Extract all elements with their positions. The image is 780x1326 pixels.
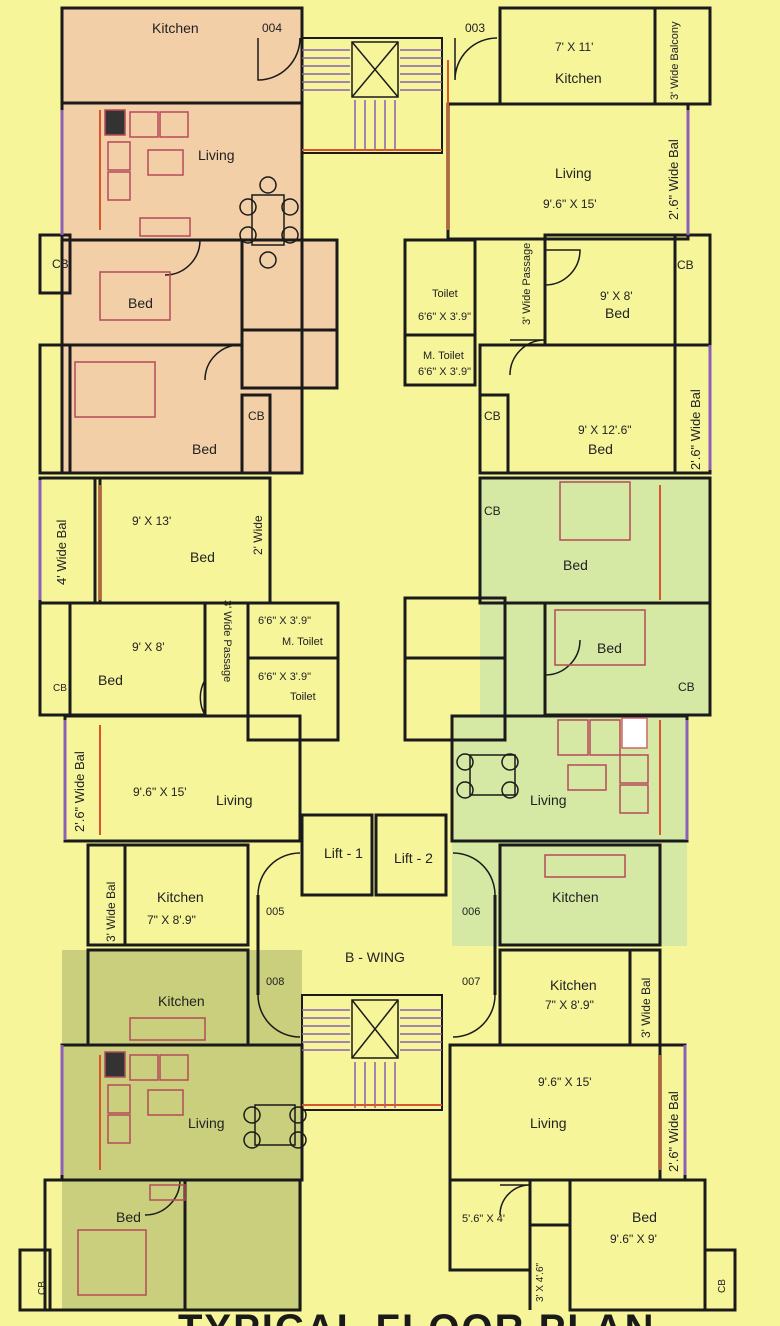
kitchen-ml: Kitchen bbox=[157, 889, 204, 905]
bed-bl: Bed bbox=[116, 1209, 141, 1225]
flat-006-label: 006 bbox=[462, 906, 480, 918]
vertical-labels: 3' Wide Balcony 2'.6" Wide Bal 3' Wide P… bbox=[54, 21, 703, 1302]
cb-mr2: CB bbox=[678, 680, 695, 694]
kitchen-tl: Kitchen bbox=[152, 20, 199, 36]
lift-1-label: Lift - 1 bbox=[324, 845, 363, 861]
cb-tl2: CB bbox=[248, 409, 265, 423]
toilet-ml: Toilet bbox=[290, 691, 316, 703]
bed-tr2: Bed bbox=[588, 441, 613, 457]
window-accents bbox=[99, 60, 661, 1170]
bal-ml2-label: 2'.6" Wide Bal bbox=[72, 751, 87, 832]
staircase-bottom bbox=[301, 994, 443, 1111]
furniture bbox=[74, 109, 649, 1296]
kitchen-br: Kitchen bbox=[550, 977, 597, 993]
dining-tables bbox=[239, 176, 519, 1149]
dim-bed-br: 9'.6" X 9' bbox=[610, 1232, 657, 1246]
lift-2-label: Lift - 2 bbox=[394, 850, 433, 866]
toilet-tr: Toilet bbox=[432, 288, 458, 300]
room-labels: Kitchen Living CB Bed Bed CB 7' X 11' Ki… bbox=[37, 20, 728, 1295]
cb-tr1: CB bbox=[677, 258, 694, 272]
living-tl: Living bbox=[198, 147, 235, 163]
bed-ml1: Bed bbox=[190, 549, 215, 565]
living-br: Living bbox=[530, 1115, 567, 1131]
balcony-tr-label: 3' Wide Balcony bbox=[669, 21, 681, 100]
bed-tl2: Bed bbox=[192, 441, 217, 457]
dim-bath-br: 5'.6" X 4' bbox=[462, 1213, 505, 1225]
living-mr: Living bbox=[530, 792, 567, 808]
bed-tr1: Bed bbox=[605, 305, 630, 321]
door-swings bbox=[144, 37, 581, 1216]
passage-tr-label: 3' Wide Passage bbox=[521, 243, 533, 325]
kitchen-tr: Kitchen bbox=[555, 70, 602, 86]
cb-br: CB bbox=[717, 1279, 728, 1293]
dim-toilet-ml: 6'6" X 3'.9" bbox=[258, 671, 311, 683]
mtoilet-tr: M. Toilet bbox=[423, 350, 464, 362]
bed-br: Bed bbox=[632, 1209, 657, 1225]
bed-mr1: Bed bbox=[563, 557, 588, 573]
bal-br2-label: 2'.6" Wide Bal bbox=[666, 1091, 681, 1172]
flat-004-label: 004 bbox=[262, 21, 282, 35]
dim-living-br: 9'.6" X 15' bbox=[538, 1075, 592, 1089]
wide-ml-label: 2' Wide bbox=[251, 515, 265, 555]
dim-kitchen-ml: 7" X 8'.9" bbox=[147, 913, 196, 927]
dim-kitchen-tr: 7' X 11' bbox=[555, 40, 593, 54]
bed-tl1: Bed bbox=[128, 295, 153, 311]
dim-bed-tr1: 9' X 8' bbox=[600, 289, 633, 303]
flat-numbers: 004 003 005 006 008 007 bbox=[262, 21, 485, 988]
cb-tr2: CB bbox=[484, 409, 501, 423]
flat-007-label: 007 bbox=[462, 976, 480, 988]
kitchen-mr: Kitchen bbox=[552, 889, 599, 905]
balcony-edges bbox=[38, 110, 712, 1175]
cb-ml: CB bbox=[53, 683, 67, 694]
bal-tr-label: 2'.6" Wide Bal bbox=[666, 139, 681, 220]
bal-ml-label: 4' Wide Bal bbox=[54, 520, 69, 585]
wing-label: B - WING bbox=[345, 949, 405, 965]
dim-bed-tr2: 9' X 12'.6" bbox=[578, 423, 632, 437]
dim-living-ml: 9'.6" X 15' bbox=[133, 785, 187, 799]
dim-toilet-tr: 6'6" X 3'.9" bbox=[418, 311, 471, 323]
dim-living-tr: 9'.6" X 15' bbox=[543, 197, 597, 211]
kitchen-bl: Kitchen bbox=[158, 993, 205, 1009]
living-tr: Living bbox=[555, 165, 592, 181]
small-br-label: 3' X 4'.6" bbox=[535, 1262, 546, 1302]
cb-mr1: CB bbox=[484, 504, 501, 518]
flat-008-tint bbox=[62, 950, 302, 1310]
bal-br1-label: 3' Wide Bal bbox=[639, 978, 653, 1038]
flat-004-toilet-tint bbox=[242, 240, 337, 388]
cb-tl: CB bbox=[52, 257, 69, 271]
flat-006-living-tint bbox=[452, 716, 687, 946]
bed-mr2: Bed bbox=[597, 640, 622, 656]
dim-bed-ml2: 9' X 8' bbox=[132, 640, 165, 654]
flat-003-label: 003 bbox=[465, 21, 485, 35]
dim-mtoilet-tr: 6'6" X 3'.9" bbox=[418, 366, 471, 378]
flat-005-label: 005 bbox=[266, 906, 284, 918]
living-ml: Living bbox=[216, 792, 253, 808]
bal-ml3-label: 3' Wide Bal bbox=[104, 882, 118, 942]
bal-tr2-label: 2'.6" Wide Bal bbox=[688, 389, 703, 470]
dim-kitchen-br: 7" X 8'.9" bbox=[545, 998, 594, 1012]
bed-ml2: Bed bbox=[98, 672, 123, 688]
plan-title: TYPICAL FLOOR PLAN bbox=[178, 1307, 655, 1326]
dim-bed-ml1: 9' X 13' bbox=[132, 514, 171, 528]
dim-mtoilet-ml: 6'6" X 3'.9" bbox=[258, 615, 311, 627]
staircase-top bbox=[301, 37, 443, 154]
flat-006-tint bbox=[480, 478, 710, 716]
walls bbox=[18, 6, 737, 1312]
mtoilet-ml: M. Toilet bbox=[282, 636, 323, 648]
flat-008-label: 008 bbox=[266, 976, 284, 988]
living-bl: Living bbox=[188, 1115, 225, 1131]
passage-ml-label: 3' Wide Passage bbox=[221, 600, 233, 682]
cb-bl: CB bbox=[37, 1281, 48, 1295]
